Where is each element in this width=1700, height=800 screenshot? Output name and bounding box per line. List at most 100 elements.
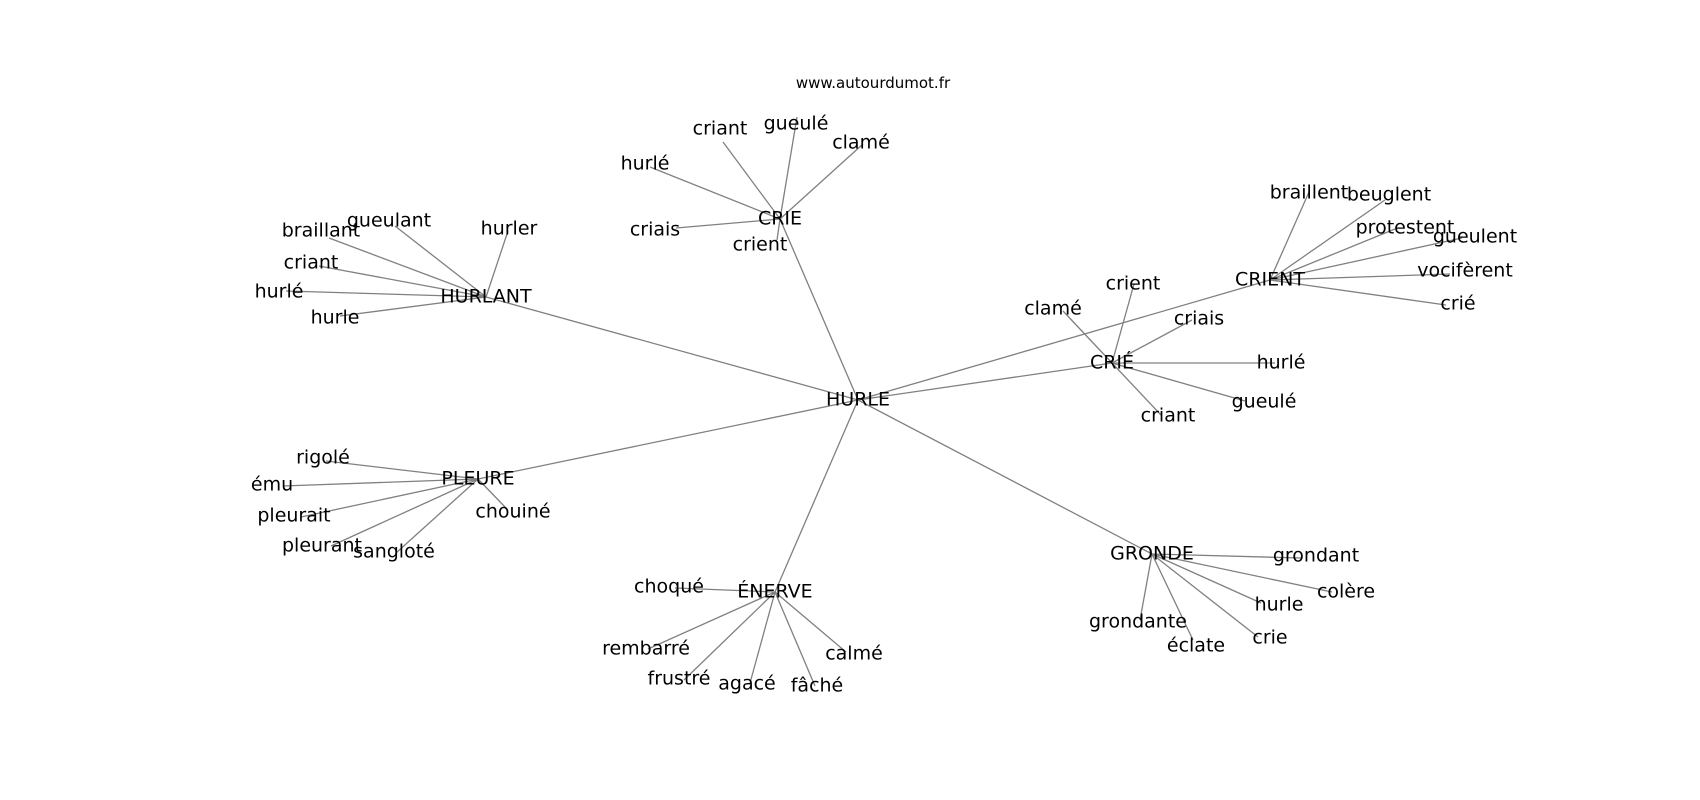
leaf-node-pleure-1[interactable]: ému: [251, 474, 293, 496]
edge-pleure-4: [395, 478, 479, 554]
leaf-node-enerve-4[interactable]: fâché: [791, 675, 844, 697]
edge-gronde-1: [1151, 553, 1333, 593]
edge-crie-accent-1: [1062, 310, 1113, 364]
leaf-node-crient-1[interactable]: beuglent: [1347, 184, 1431, 206]
hub-node-hurlant[interactable]: HURLANT: [440, 286, 532, 308]
leaf-node-crient-5[interactable]: crié: [1440, 293, 1475, 315]
edge-crient-0: [1269, 191, 1310, 281]
hub-node-enerve[interactable]: ÉNERVE: [737, 580, 812, 603]
edge-center-crie: [779, 218, 859, 401]
leaf-node-gronde-4[interactable]: éclate: [1167, 635, 1225, 657]
leaf-node-enerve-1[interactable]: rembarré: [602, 638, 690, 660]
leaf-node-gronde-5[interactable]: grondante: [1089, 611, 1187, 633]
leaf-node-crie-accent-5[interactable]: criant: [1141, 405, 1196, 427]
edge-crie-accent-2: [1111, 319, 1193, 364]
leaf-node-crie-accent-3[interactable]: hurlé: [1257, 352, 1306, 374]
edge-hurlant-3: [318, 265, 487, 298]
edge-hurlant-1: [485, 230, 509, 298]
leaf-node-crie-1[interactable]: gueulé: [764, 113, 829, 135]
edge-gronde-3: [1151, 553, 1259, 638]
leaf-node-crient-2[interactable]: protestent: [1356, 217, 1455, 239]
edge-enerve-0: [674, 587, 776, 593]
leaf-node-enerve-5[interactable]: calmé: [825, 643, 883, 665]
leaf-node-crie-accent-2[interactable]: criais: [1174, 308, 1224, 330]
edge-enerve-2: [683, 591, 776, 681]
hub-node-crie-accent[interactable]: CRIÉ: [1090, 351, 1134, 374]
edge-enerve-4: [774, 591, 816, 687]
leaf-node-crie-5[interactable]: crient: [733, 234, 788, 256]
leaf-node-crient-3[interactable]: gueulent: [1433, 226, 1517, 248]
hub-node-crient[interactable]: CRIENT: [1235, 269, 1305, 291]
edge-crie-3: [649, 166, 781, 220]
center-node[interactable]: HURLE: [826, 389, 890, 411]
edge-gronde-2: [1151, 553, 1262, 604]
edge-crie-accent-4: [1111, 362, 1246, 402]
edges: [282, 116, 1463, 687]
edge-crient-3: [1269, 237, 1463, 281]
edge-center-enerve: [774, 399, 859, 593]
hub-node-crie[interactable]: CRIE: [758, 208, 802, 230]
leaf-node-hurlant-0[interactable]: gueulant: [347, 210, 431, 232]
leaf-node-crie-accent-4[interactable]: gueulé: [1232, 391, 1297, 413]
leaf-node-crient-4[interactable]: vocifèrent: [1417, 260, 1513, 282]
edge-center-hurlant: [485, 296, 859, 401]
leaf-node-crie-2[interactable]: clamé: [832, 132, 890, 154]
edge-pleure-0: [325, 460, 479, 480]
edge-hurlant-4: [285, 290, 487, 298]
edge-enerve-1: [647, 591, 776, 650]
edge-hurlant-5: [339, 296, 487, 317]
edge-crie-2: [779, 143, 864, 220]
leaf-node-enerve-0[interactable]: choqué: [634, 576, 704, 598]
leaf-node-enerve-2[interactable]: frustré: [648, 668, 711, 690]
edge-hurlant-0: [394, 225, 487, 298]
leaf-node-pleure-2[interactable]: pleurait: [257, 505, 330, 527]
edge-crient-2: [1269, 228, 1396, 281]
leaf-node-enerve-3[interactable]: agacé: [718, 673, 775, 695]
leaf-node-crie-4[interactable]: criais: [630, 219, 680, 241]
edge-pleure-1: [282, 478, 479, 487]
leaf-node-pleure-5[interactable]: chouiné: [475, 501, 550, 523]
leaf-node-hurlant-4[interactable]: hurlé: [255, 281, 304, 303]
leaf-node-gronde-1[interactable]: colère: [1317, 581, 1375, 603]
edge-center-pleure: [477, 399, 859, 480]
edge-gronde-0: [1151, 553, 1302, 559]
leaf-node-hurlant-2[interactable]: braillant: [282, 220, 361, 242]
leaf-node-pleure-4[interactable]: sangloté: [353, 541, 435, 563]
edge-center-gronde: [857, 399, 1153, 555]
edge-center-crient: [857, 279, 1271, 401]
leaf-node-crie-0[interactable]: criant: [693, 118, 748, 140]
edge-crie-0: [722, 141, 781, 220]
leaf-node-crie-accent-0[interactable]: crient: [1106, 273, 1161, 295]
edge-pleure-2: [300, 478, 479, 518]
edge-crie-accent-5: [1111, 362, 1162, 416]
edge-crient-5: [1269, 279, 1447, 306]
edge-hurlant-2: [328, 237, 487, 298]
edge-crient-1: [1269, 199, 1386, 281]
leaf-node-gronde-3[interactable]: crie: [1252, 627, 1287, 649]
edge-gronde-4: [1151, 553, 1194, 641]
site-label: www.autourdumot.fr: [796, 74, 951, 92]
edge-pleure-3: [330, 478, 479, 547]
leaf-node-crient-0[interactable]: braillent: [1270, 182, 1349, 204]
leaf-node-crie-accent-1[interactable]: clamé: [1024, 298, 1082, 320]
edge-pleure-5: [477, 478, 507, 509]
edge-crient-4: [1269, 273, 1451, 281]
leaf-node-gronde-0[interactable]: grondant: [1273, 545, 1359, 567]
leaf-node-pleure-3[interactable]: pleurant: [282, 535, 362, 557]
leaf-node-gronde-2[interactable]: hurle: [1255, 594, 1304, 616]
edge-crie-4: [675, 218, 781, 229]
hub-node-pleure[interactable]: PLEURE: [441, 468, 514, 490]
leaf-node-hurlant-5[interactable]: hurle: [311, 307, 360, 329]
leaf-node-pleure-0[interactable]: rigolé: [296, 447, 350, 469]
leaf-node-hurlant-1[interactable]: hurler: [481, 218, 538, 240]
edge-gronde-5: [1139, 553, 1153, 621]
edge-center-crie-accent: [857, 362, 1113, 401]
edge-crie-accent-0: [1111, 283, 1135, 364]
leaf-node-hurlant-3[interactable]: criant: [284, 252, 339, 274]
hub-node-gronde[interactable]: GRONDE: [1110, 543, 1194, 565]
edge-crie-5: [776, 218, 781, 241]
leaf-node-crie-3[interactable]: hurlé: [621, 153, 670, 175]
edge-enerve-3: [749, 591, 776, 684]
